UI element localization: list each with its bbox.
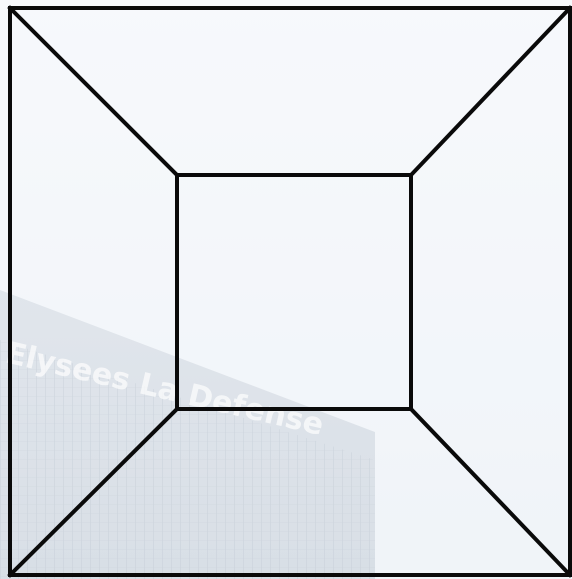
diagonal-top-left: [10, 8, 177, 175]
inner-square: [177, 175, 411, 409]
diagonal-bottom-left: [10, 409, 177, 575]
diagonal-bottom-right: [411, 409, 570, 575]
diagonal-top-right: [411, 8, 570, 175]
